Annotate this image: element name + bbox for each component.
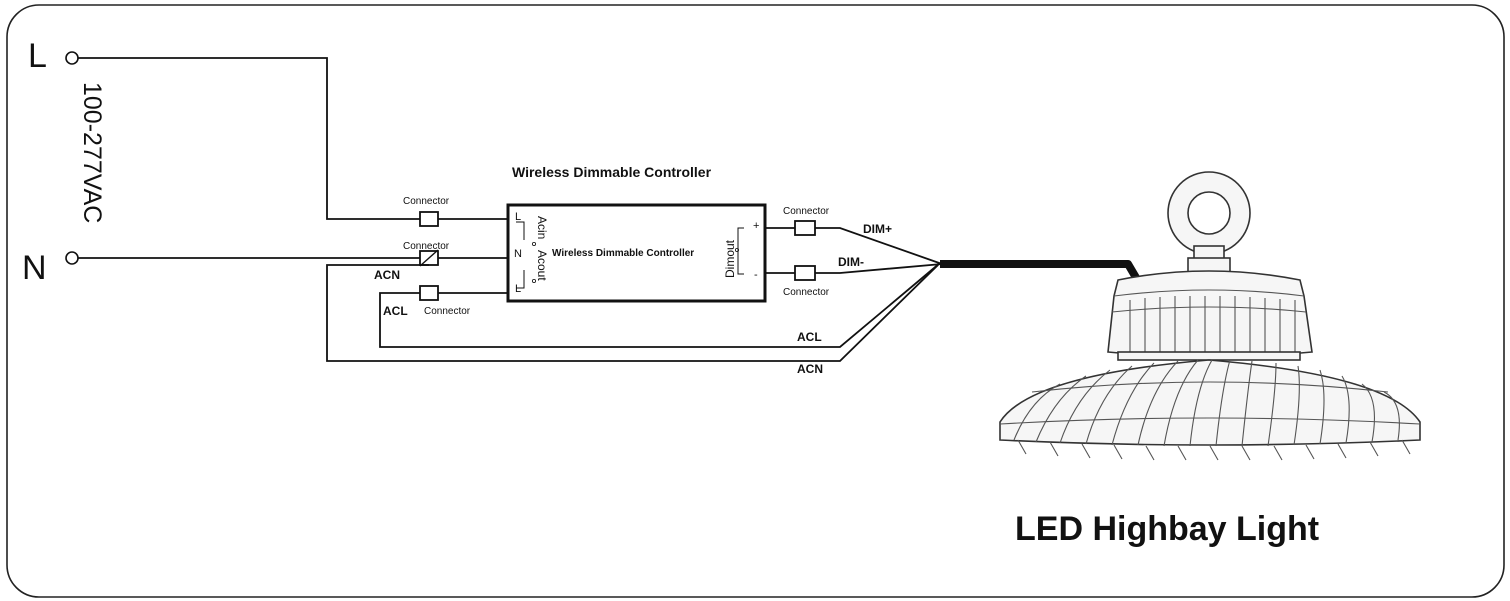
neutral-terminal-label: N	[22, 249, 47, 287]
controller-title: Wireless Dimmable Controller	[512, 164, 712, 180]
acn-wire	[326, 264, 939, 362]
acl-bottom-label: ACL	[797, 330, 822, 344]
connector-dim-minus	[794, 265, 816, 281]
acl-left-label: ACL	[383, 304, 408, 318]
line-terminal-label: L	[28, 37, 47, 75]
acl-wire	[379, 262, 941, 348]
dim-plus-wire-b	[815, 227, 943, 265]
connector-dim-minus-label: Connector	[783, 287, 830, 298]
connector-acl	[419, 285, 439, 301]
connector-n-label: Connector	[403, 241, 450, 252]
controller-acin-dot	[532, 241, 537, 246]
line-wire	[78, 57, 420, 220]
diagram-frame	[6, 4, 1505, 598]
connector-l-label: Connector	[403, 196, 450, 207]
controller-box	[506, 203, 767, 303]
controller-acin-label: Acin	[535, 216, 549, 239]
lamp-cable	[940, 260, 1142, 284]
lamp-label: LED Highbay Light	[1015, 510, 1319, 548]
dim-plus-label: DIM+	[863, 222, 892, 236]
controller-acout-label: Acout	[535, 250, 549, 281]
controller-dimout-bracket	[737, 227, 744, 275]
acn-bottom-label: ACN	[797, 362, 823, 376]
controller-pin-l2: L	[515, 283, 521, 295]
connector-l	[419, 211, 439, 227]
controller-pin-brackets	[516, 221, 525, 289]
supply-voltage-label: 100-277VAC	[78, 82, 106, 223]
connector-dim-plus-label: Connector	[783, 206, 830, 217]
dim-minus-label: DIM-	[838, 255, 864, 269]
connector-n-slash	[419, 249, 439, 267]
connector-acl-label: Connector	[424, 306, 471, 317]
controller-pin-n: N	[514, 248, 522, 260]
dim-minus-wire-b	[815, 263, 943, 274]
neutral-terminal-point	[65, 251, 79, 265]
controller-dimout-label: Dimout	[723, 239, 737, 278]
controller-inner-label: Wireless Dimmable Controller	[552, 248, 694, 259]
controller-minus-label: -	[754, 269, 758, 281]
line-terminal-point	[65, 51, 79, 65]
highbay-lamp-drawing	[999, 171, 1421, 461]
connector-dim-plus	[794, 220, 816, 236]
controller-pin-l: L	[515, 211, 521, 223]
controller-dimout-dot	[735, 247, 740, 252]
controller-acout-dot	[532, 278, 537, 283]
controller-plus-label: +	[753, 220, 759, 232]
acn-left-label: ACN	[374, 268, 400, 282]
